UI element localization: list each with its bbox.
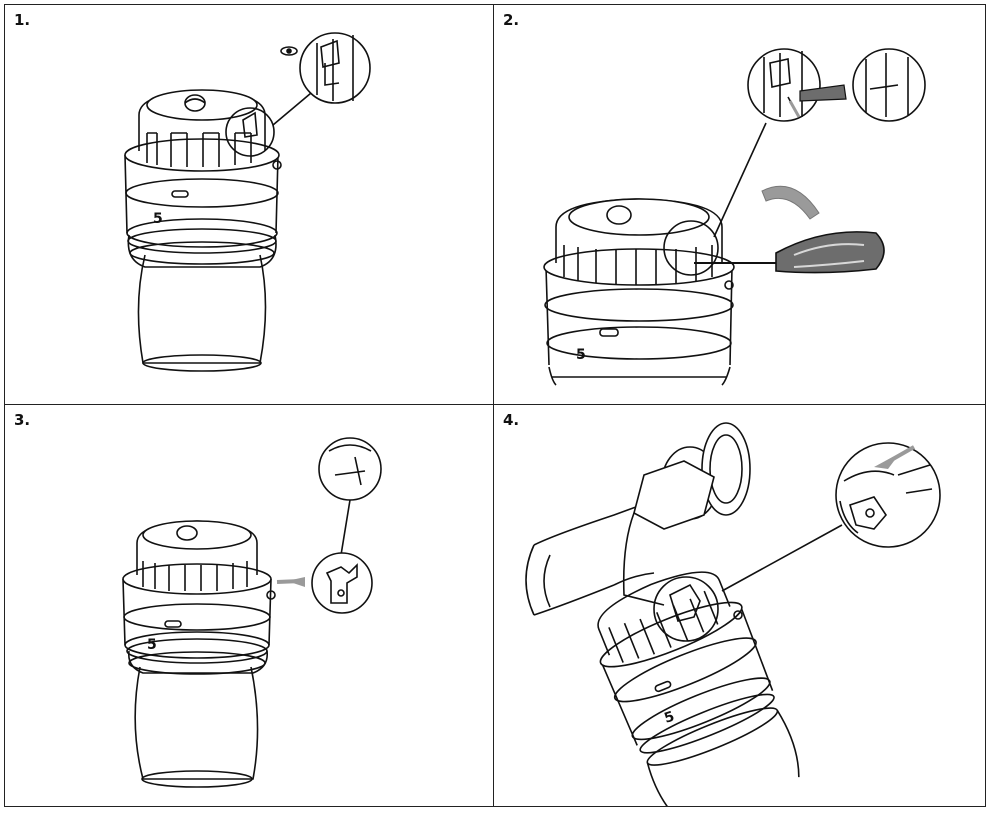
dial-number: 5: [662, 709, 676, 727]
step-2-panel: 2.: [494, 5, 985, 405]
step-3-panel: 3.: [5, 405, 494, 806]
step-4-label: 4.: [503, 411, 520, 429]
dial-number: 5: [153, 211, 163, 227]
instruction-grid: 1.: [4, 4, 986, 807]
eye-icon: [280, 46, 298, 56]
step-2-illustration: 5: [543, 48, 926, 386]
step-4-panel: 4.: [494, 405, 985, 806]
screwdriver-handle: [775, 231, 885, 274]
dial-number: 5: [147, 637, 157, 653]
step-3-label: 3.: [14, 411, 31, 429]
rotate-arrow-icon: [761, 185, 820, 220]
dial-marker: [171, 190, 189, 198]
step-1-illustration: 5: [124, 32, 371, 372]
screwdriver-detail: [799, 84, 847, 102]
step-3-illustration: 5: [122, 437, 382, 788]
step-2-label: 2.: [503, 11, 520, 29]
insert-arrow-icon: [276, 579, 302, 584]
step-4-illustration: 5: [525, 422, 941, 806]
step-1-label: 1.: [14, 11, 31, 29]
step-1-panel: 1.: [5, 5, 494, 405]
push-arrow-icon: [885, 445, 915, 465]
dial-number: 5: [576, 347, 586, 363]
